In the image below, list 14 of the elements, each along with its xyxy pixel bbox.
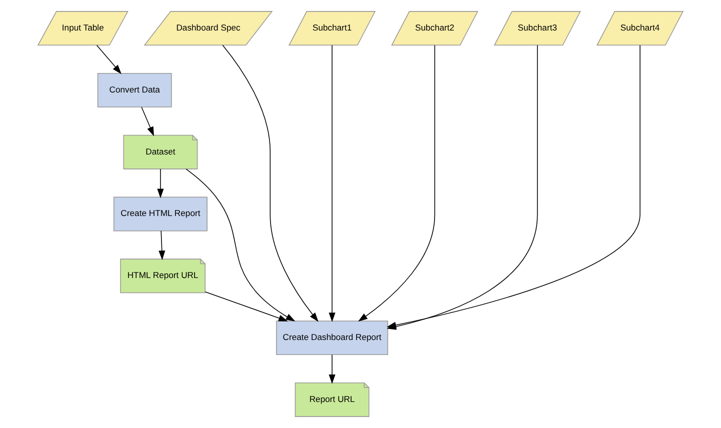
arrow bbox=[96, 44, 122, 74]
arrow bbox=[328, 354, 336, 384]
arrow bbox=[328, 44, 336, 322]
arrow bbox=[158, 230, 166, 260]
node-box: Create HTML Report bbox=[113, 196, 208, 232]
node-box: Convert Data bbox=[97, 72, 172, 108]
arrow bbox=[141, 106, 154, 136]
arrow bbox=[157, 168, 164, 198]
arrow bbox=[386, 44, 640, 328]
arrow bbox=[186, 168, 296, 322]
arrow bbox=[222, 44, 318, 322]
arrow bbox=[204, 291, 288, 322]
arrow bbox=[358, 44, 436, 322]
node-box: Create Dashboard Report bbox=[276, 320, 388, 356]
